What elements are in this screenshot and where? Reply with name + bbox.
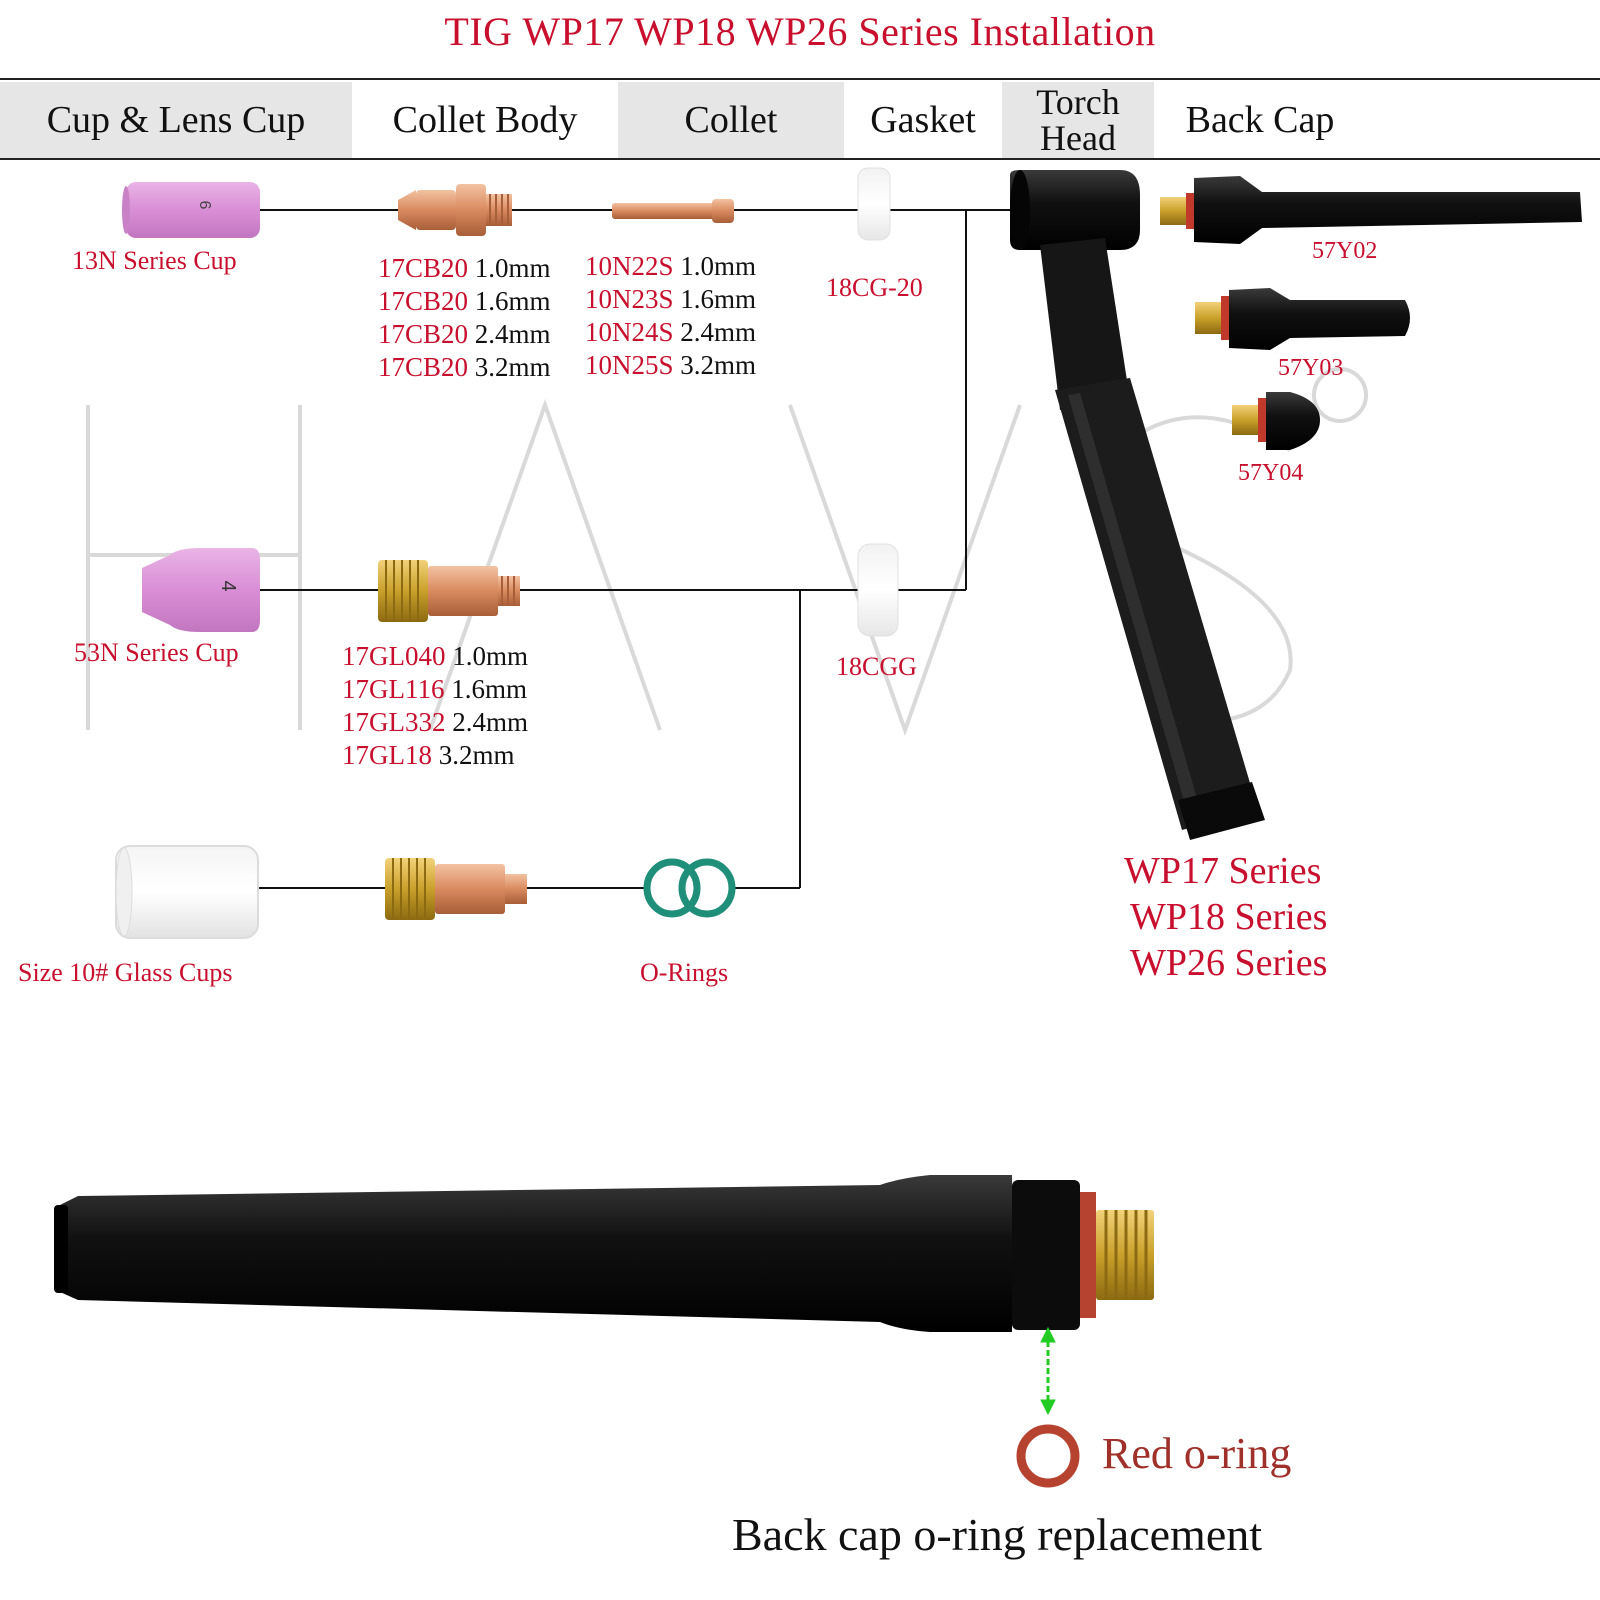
connector-lines (258, 209, 1015, 889)
cup-13n (122, 182, 260, 238)
back-cap-57y02 (1160, 176, 1582, 244)
gasket-18cgg-label: 18CGG (836, 652, 917, 681)
header-gasket: Gasket (870, 99, 976, 141)
cup-13n-label: 13N Series Cup (72, 246, 237, 275)
collet-item: 10N24S 2.4mm (585, 317, 757, 347)
torch-series-list: WP17 Series WP18 Series WP26 Series (1124, 848, 1327, 986)
back-cap-57y03-label: 57Y03 (1278, 355, 1344, 381)
collet-body-item: 17CB20 1.6mm (378, 286, 551, 316)
gas-lens-item: 17GL040 1.0mm (342, 641, 529, 671)
oring-pointer-arrow (1040, 1326, 1056, 1416)
gas-lens-body-17gl (378, 560, 520, 622)
gasket-18cg-20-label: 18CG-20 (826, 273, 923, 302)
header-torch-head-line1: Torch (1036, 82, 1120, 122)
cup-13n-number: 6 (196, 201, 213, 210)
collet-list: 10N22S 1.0mm 10N23S 1.6mm 10N24S 2.4mm 1… (585, 250, 756, 382)
back-cap-57y04 (1232, 392, 1320, 450)
header-top-rule (0, 78, 1600, 80)
collet-body-item: 17CB20 1.0mm (378, 253, 551, 283)
o-rings-label: O-Rings (640, 958, 729, 987)
collet-item: 10N22S 1.0mm (585, 251, 757, 281)
oring-replacement-caption: Back cap o-ring replacement (732, 1509, 1263, 1560)
gas-lens-item: 17GL116 1.6mm (342, 674, 528, 704)
collet-10n (612, 199, 734, 223)
header-torch-head: Torch Head (1002, 82, 1154, 158)
gas-lens-item: 17GL18 3.2mm (342, 740, 515, 770)
gas-lens-item: 17GL332 2.4mm (342, 707, 529, 737)
header-collet-body: Collet Body (392, 99, 578, 141)
tig-torch (1010, 170, 1265, 840)
gasket-18cg-20 (857, 167, 891, 241)
collet-item: 10N25S 3.2mm (585, 350, 757, 380)
collet-body-item: 17CB20 3.2mm (378, 352, 551, 382)
header-back-cap: Back Cap (1185, 99, 1335, 141)
gasket-18cgg (857, 543, 899, 637)
collet-item: 10N23S 1.6mm (585, 284, 757, 314)
page-title: TIG WP17 WP18 WP26 Series Installation (444, 9, 1156, 54)
gas-lens-body-row3 (385, 858, 527, 920)
cup-53n-label: 53N Series Cup (74, 638, 239, 667)
torch-series-item: WP18 Series (1130, 896, 1328, 938)
back-cap-57y03 (1195, 288, 1410, 350)
glass-cup-label: Size 10# Glass Cups (18, 958, 233, 987)
glass-cup-size-10 (115, 845, 259, 939)
gas-lens-list: 17GL040 1.0mm 17GL116 1.6mm 17GL332 2.4m… (342, 640, 528, 772)
back-cap-57y02-label: 57Y02 (1312, 238, 1378, 264)
red-oring-label: Red o-ring (1102, 1429, 1292, 1478)
torch-series-item: WP26 Series (1130, 942, 1328, 984)
back-cap-57y04-label: 57Y04 (1238, 460, 1304, 486)
header-bottom-rule (0, 158, 1600, 160)
header-cup: Cup & Lens Cup (0, 82, 352, 158)
collet-body-item: 17CB20 2.4mm (378, 319, 551, 349)
torch-series-item: WP17 Series (1124, 850, 1322, 892)
back-cap-large (54, 1175, 1154, 1332)
cup-53n-number: 4 (217, 580, 239, 591)
cup-53n (142, 548, 260, 632)
red-oring-icon (1016, 1424, 1080, 1488)
header-collet: Collet (618, 82, 844, 158)
header-torch-head-line2: Head (1040, 118, 1116, 158)
collet-body-17cb20 (398, 184, 512, 236)
collet-body-list: 17CB20 1.0mm 17CB20 1.6mm 17CB20 2.4mm 1… (378, 252, 551, 384)
o-rings-green (643, 858, 736, 918)
